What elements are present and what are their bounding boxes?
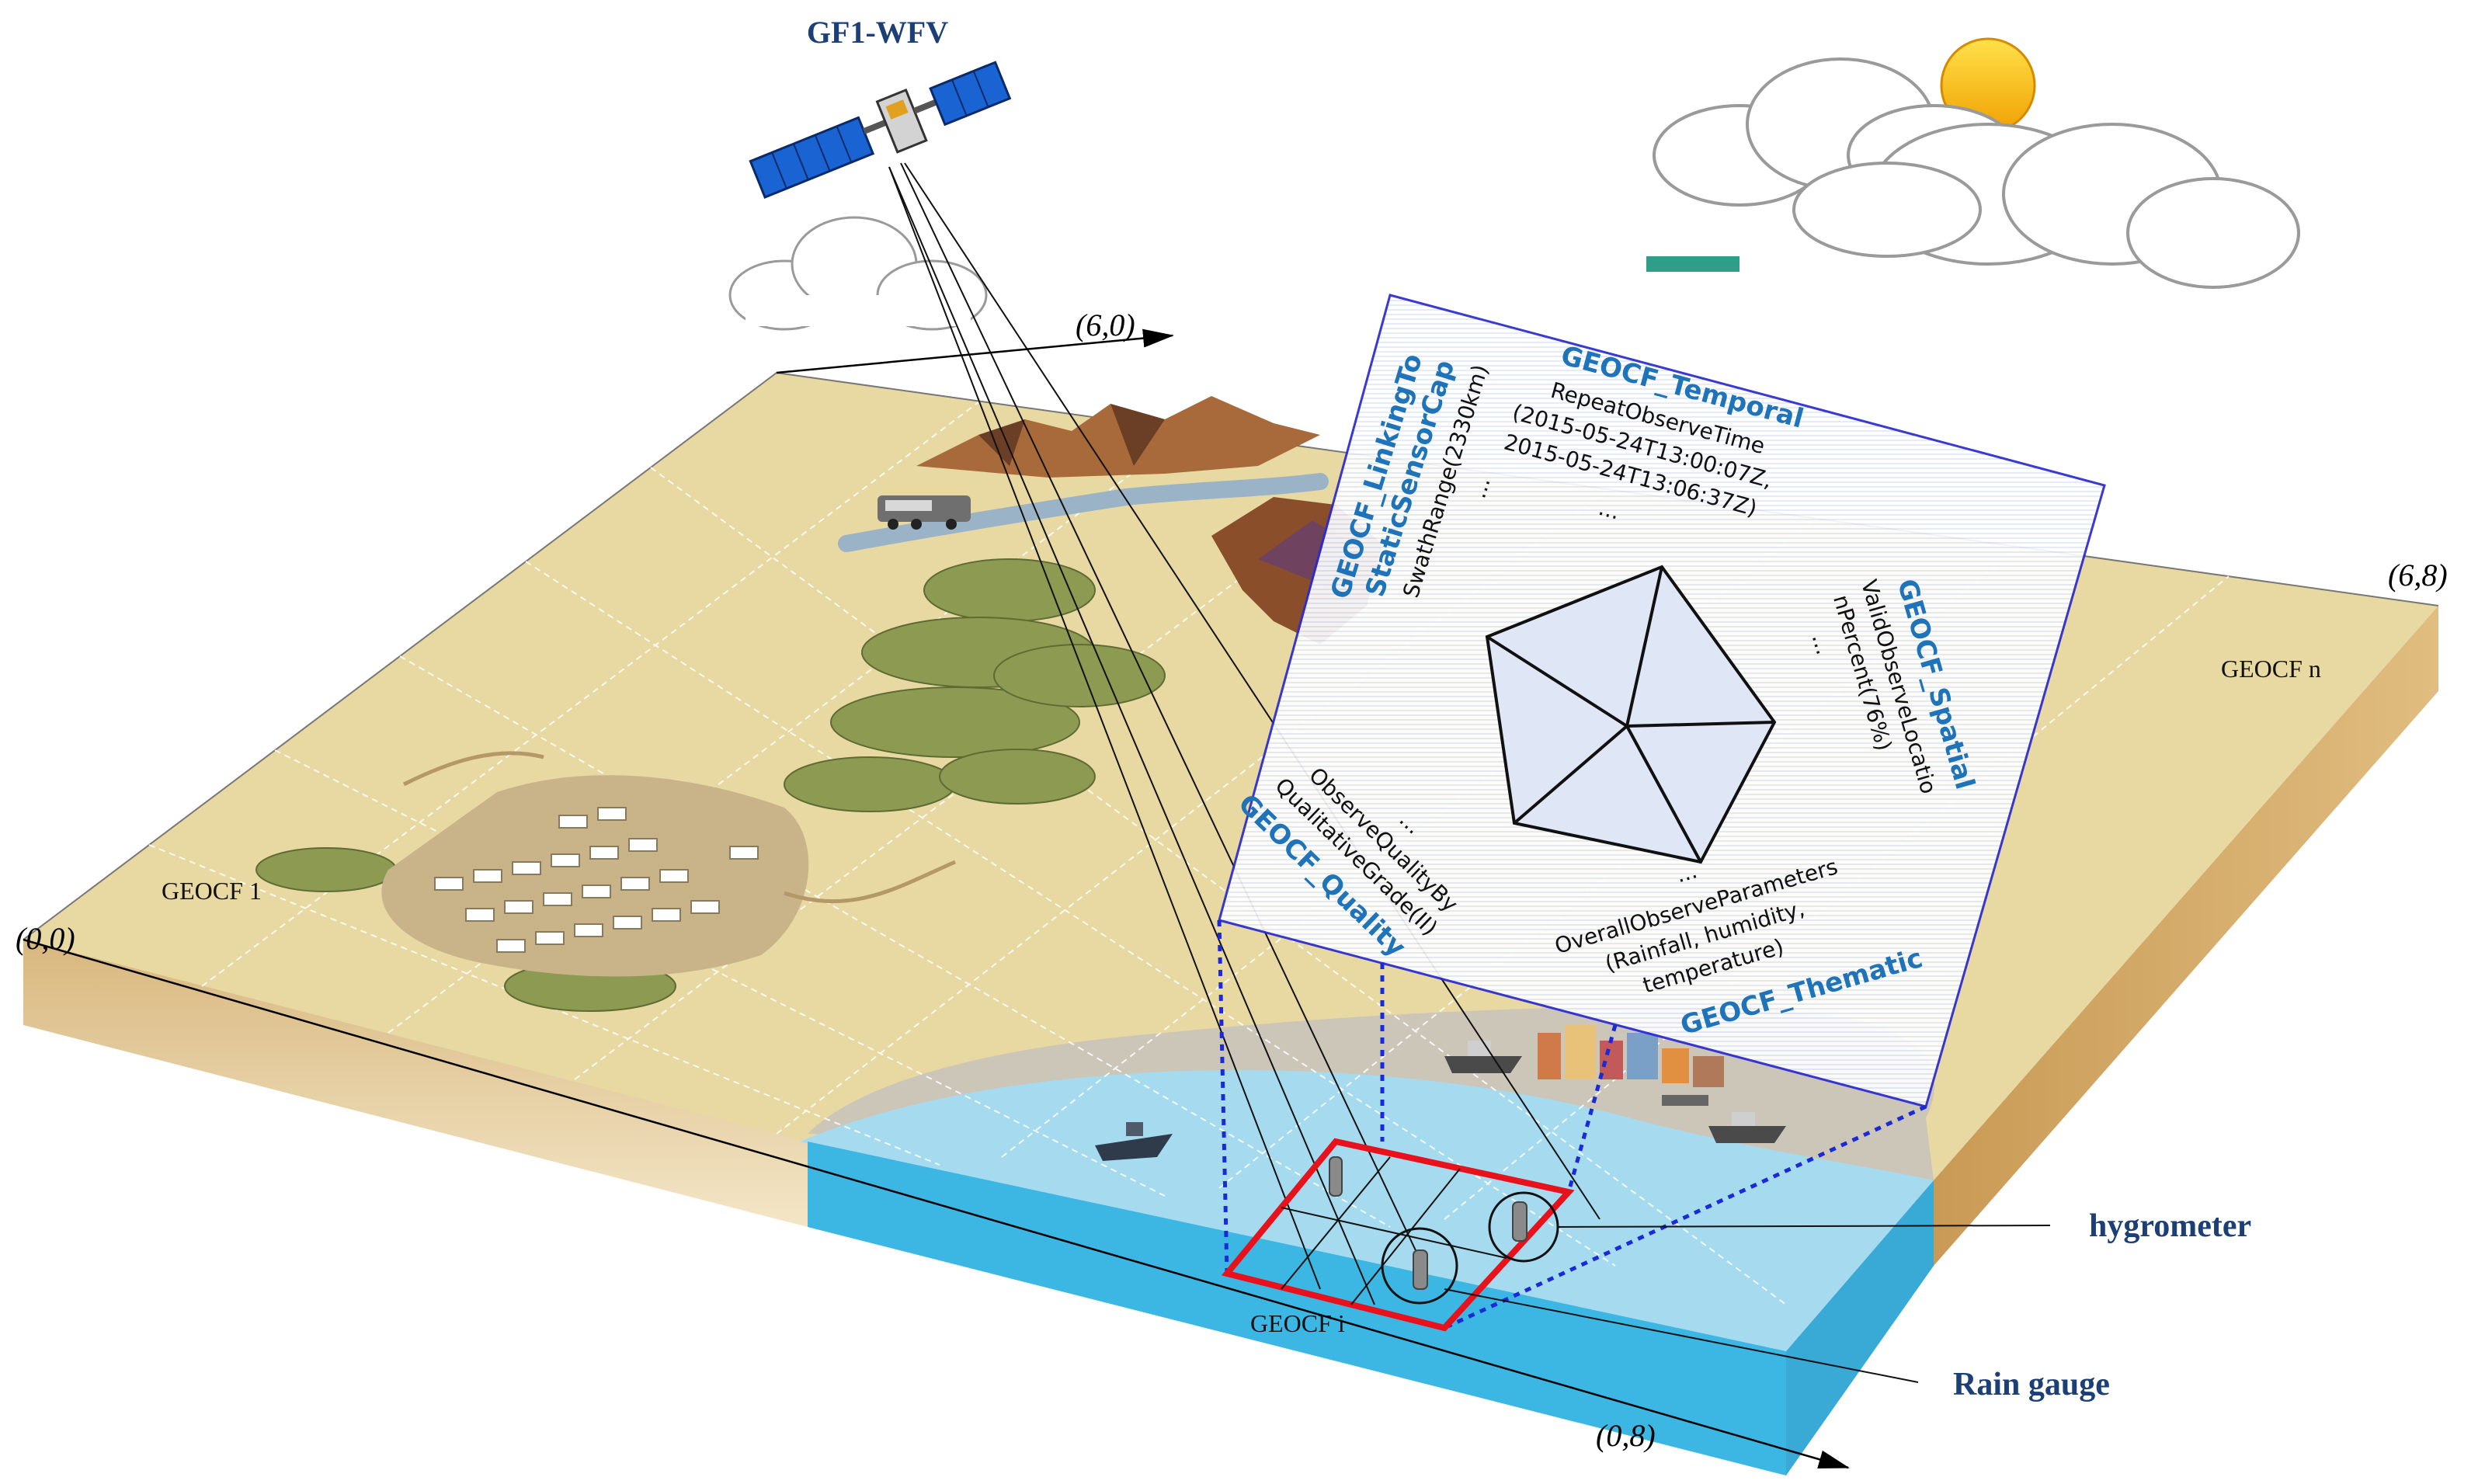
rain-gauge-label: Rain gauge — [1953, 1367, 2110, 1402]
land-side-face — [1934, 606, 2438, 1266]
river — [838, 473, 1329, 552]
hygrometer-label: hygrometer — [2089, 1208, 2251, 1244]
axis-x — [23, 938, 1850, 1469]
hygrometer-leader — [1557, 1225, 2051, 1228]
rain-gauge-marker — [1381, 1227, 1458, 1305]
water-surface — [800, 1070, 1934, 1351]
land-front-face — [23, 940, 808, 1227]
water-side-face — [1786, 1180, 1934, 1475]
settlement — [381, 751, 956, 977]
rain-gauge-leader — [1444, 1288, 1919, 1383]
cell-highlight-label: GEOCF i — [1250, 1309, 1345, 1337]
forest — [255, 558, 1166, 1012]
highlighted-cell — [1221, 1138, 1575, 1332]
pentagon-chart — [1485, 565, 1777, 864]
corner-top-label: (6,0) — [1076, 308, 1135, 342]
weather-icon — [1646, 37, 2300, 289]
patrol-boat — [1095, 1134, 1173, 1161]
projection-lines — [1217, 919, 1927, 1330]
satellite-label: GF1-WFV — [807, 15, 948, 50]
harbor-city — [1538, 1025, 1724, 1106]
sensor-cylinder-icon — [1329, 1156, 1527, 1290]
geocf-panel: GEOCF_Temporal RepeatObserveTime (2015-0… — [1217, 294, 2106, 1330]
cell-first-label: GEOCF 1 — [162, 877, 262, 905]
corner-bottom-label: (0,8) — [1596, 1418, 1656, 1453]
cloud-left — [728, 216, 988, 331]
truck — [878, 495, 971, 530]
satellite-beams — [888, 162, 1600, 1305]
cell-last-label: GEOCF n — [2221, 655, 2321, 683]
origin-label: (0,0) — [16, 921, 75, 956]
corner-right-label: (6,8) — [2388, 558, 2448, 593]
axis-y — [776, 328, 1174, 374]
satellite-icon — [749, 61, 1012, 199]
cloud-icon — [1653, 57, 2300, 289]
